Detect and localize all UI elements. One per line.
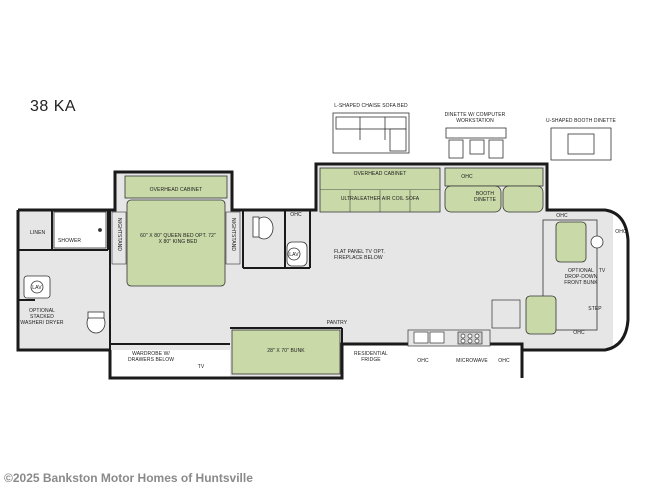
queen-bed-label: 60" X 80" QUEEN BED OPT. 72" X 80" KING … <box>140 233 216 245</box>
front-tv-label: TV <box>598 268 606 274</box>
washer-dryer-label: OPTIONAL STACKED WASHER/ DRYER <box>20 308 64 326</box>
step-ohc-label: OHC <box>573 330 585 336</box>
option-sofa-bed-label: L-SHAPED CHAISE SOFA BED <box>334 103 408 109</box>
shower-label: SHOWER <box>58 238 82 244</box>
front-ohc-top-label: OHC <box>556 213 568 219</box>
sofa-label: ULTRALEATHER AIR COIL SOFA <box>340 196 420 202</box>
rear-tv-label: TV <box>197 364 205 370</box>
kitchen-ohc-2-label: OHC <box>498 358 510 364</box>
bath-ohc-label: OHC <box>290 212 302 218</box>
copyright-watermark: ©2025 Bankston Motor Homes of Huntsville <box>4 471 253 485</box>
fridge-label: RESIDENTIAL FRIDGE <box>354 351 388 363</box>
rear-bath <box>23 211 107 334</box>
half-bath-lav-label: LAV <box>289 252 299 258</box>
option-booth-dinette <box>550 127 612 161</box>
nightstand-right: NIGHTSTAND <box>230 218 236 252</box>
pantry-label: PANTRY <box>326 320 348 326</box>
linen-label: LINEN <box>30 230 46 236</box>
kitchen <box>407 299 521 347</box>
cockpit <box>525 219 604 335</box>
option-booth-dinette-label: U-SHAPED BOOTH DINETTE <box>546 118 616 124</box>
overhead-cabinet-bedroom: OVERHEAD CABINET <box>149 187 203 193</box>
slide-ohc-label: OHC <box>461 174 473 180</box>
interior-walls <box>18 210 523 378</box>
overhead-cabinet-living: OVERHEAD CABINET <box>353 171 407 177</box>
option-dinette-workstation <box>445 127 507 159</box>
booth-dinette-label: BOOTH DINETTE <box>473 191 497 203</box>
bunk-bed <box>231 329 341 375</box>
front-ohc-right-label: OHC <box>615 229 627 235</box>
step-label: STEP <box>588 306 602 312</box>
option-sofa-bed <box>332 112 410 154</box>
kitchen-ohc-label: OHC <box>417 358 429 364</box>
wardrobe-label: WARDROBE W/ DRAWERS BELOW <box>127 351 175 363</box>
model-title: 38 KA <box>30 98 77 115</box>
living-slide <box>319 167 544 213</box>
rear-lav-label: LAV <box>32 285 42 291</box>
bedroom-bed <box>111 175 241 287</box>
bunk-label: 28" X 70" BUNK <box>267 348 305 354</box>
flat-tv-label: FLAT PANEL TV OPT. FIREPLACE BELOW <box>334 249 385 261</box>
half-bath <box>252 216 308 267</box>
drop-down-bunk-label: OPTIONAL DROP-DOWN FRONT BUNK <box>564 268 598 286</box>
option-dinette-workstation-label: DINETTE W/ COMPUTER WORKSTATION <box>444 112 506 124</box>
nightstand-left: NIGHTSTAND <box>116 218 122 252</box>
microwave-label: MICROWAVE <box>456 358 488 364</box>
